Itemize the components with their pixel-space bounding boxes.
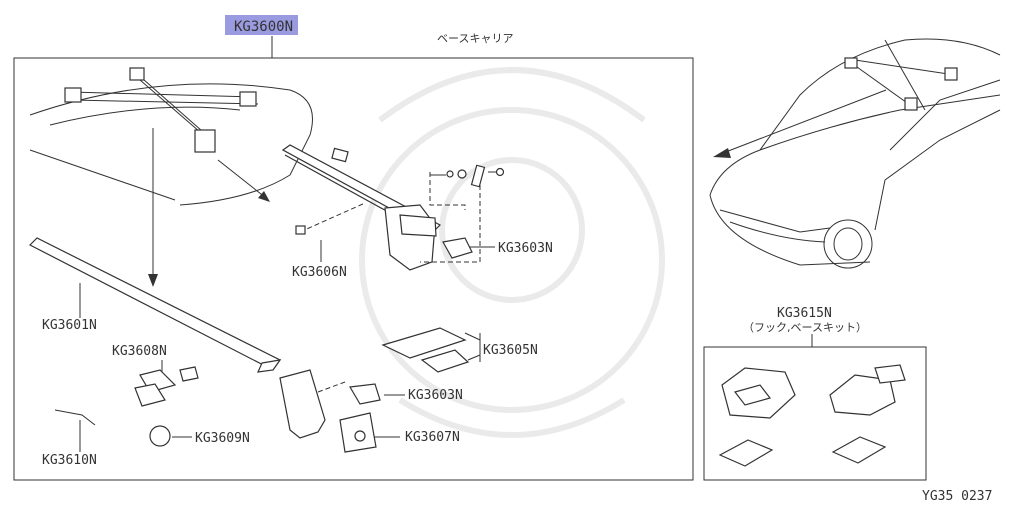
diagram-title: ベースキャリア [437,32,513,45]
label-kg3609n[interactable]: KG3609N [195,431,250,446]
label-kg3606n[interactable]: KG3606N [292,265,347,280]
main-part-number[interactable]: KG3600N [234,19,293,35]
label-kg3607n[interactable]: KG3607N [405,430,460,445]
label-kg3615n[interactable]: KG3615N [777,306,832,321]
main-frame [13,57,694,481]
arrows [148,89,887,287]
leader-lines [79,240,495,452]
car-illustration [709,38,1001,269]
roof-bar [28,237,282,373]
figure-code: YG35 0237 [922,489,992,504]
label-kg3610n[interactable]: KG3610N [42,453,97,468]
label-kg3615n-desc: （フック,ベースキット） [743,321,867,334]
roof-rack-illustration [29,67,313,206]
label-kg3608n[interactable]: KG3608N [112,344,167,359]
main-part-highlight [225,15,298,35]
label-kg3603n-b[interactable]: KG3603N [408,388,463,403]
watermark [359,67,665,438]
hook-kit-frame [703,346,927,481]
label-kg3605n[interactable]: KG3605N [483,343,538,358]
fastener-set [430,164,505,188]
hook-kit-parts [718,364,906,467]
label-kg3601n[interactable]: KG3601N [42,318,97,333]
lower-parts [54,327,470,453]
crossbar-section [281,144,505,271]
label-kg3603n-a[interactable]: KG3603N [498,241,553,256]
